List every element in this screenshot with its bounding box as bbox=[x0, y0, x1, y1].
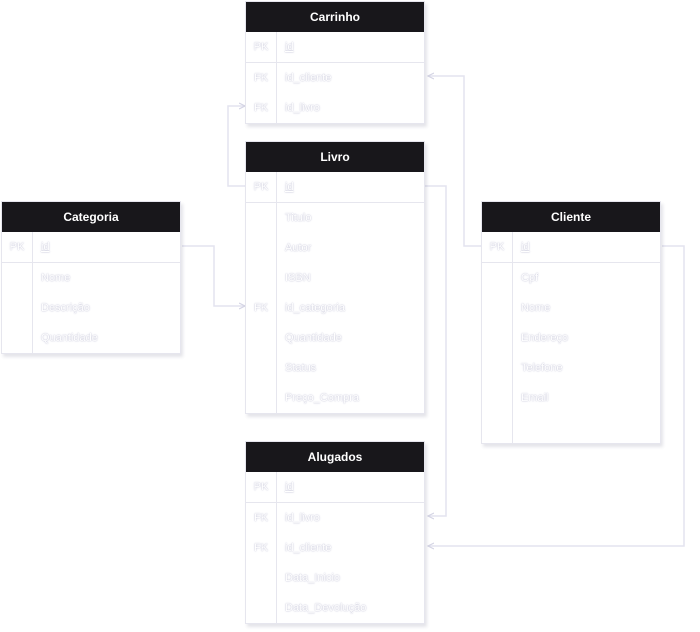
key-badge: FK bbox=[253, 72, 269, 84]
field-name: Quantidade bbox=[32, 323, 180, 353]
field-name: Data_Devolução bbox=[276, 593, 424, 623]
connector-cliente-carrinho bbox=[428, 76, 482, 247]
entity-row: ISBN bbox=[246, 263, 424, 293]
field-name: Titulo bbox=[276, 203, 424, 233]
key-badge bbox=[246, 203, 276, 233]
key-badge: PK bbox=[253, 481, 269, 493]
key-badge: PK bbox=[489, 241, 505, 253]
field-name: Nome bbox=[32, 263, 180, 293]
key-badge bbox=[246, 263, 276, 293]
entity-row: Quantidade bbox=[246, 323, 424, 353]
entity-row: Nome bbox=[482, 293, 660, 323]
entity-row: Telefone bbox=[482, 353, 660, 383]
key-badge bbox=[246, 233, 276, 263]
field-name: id_cliente bbox=[276, 63, 424, 93]
field-name: id bbox=[512, 232, 660, 262]
entity-title: Livro bbox=[246, 142, 424, 172]
field-name: Preço_Compra bbox=[276, 383, 424, 413]
key-badge bbox=[482, 353, 512, 383]
entity-categoria[interactable]: Categoria PK id Nome Descrição Quantidad… bbox=[1, 201, 181, 354]
key-badge bbox=[2, 323, 32, 353]
entity-row: FK id_livro bbox=[246, 93, 424, 123]
connector-livro-carrinho bbox=[227, 106, 245, 187]
entity-row: PK id bbox=[246, 32, 424, 63]
connector-livro-alugados bbox=[425, 185, 447, 516]
entity-row: Cpf bbox=[482, 263, 660, 293]
entity-row: Titulo bbox=[246, 203, 424, 233]
key-badge bbox=[482, 323, 512, 353]
key-badge bbox=[246, 593, 276, 623]
entity-title: Alugados bbox=[246, 442, 424, 472]
entity-row: PK id bbox=[246, 472, 424, 503]
key-badge: PK bbox=[253, 181, 269, 193]
field-name: Cpf bbox=[512, 263, 660, 293]
entity-title: Categoria bbox=[2, 202, 180, 232]
entity-cliente[interactable]: Cliente PK id Cpf Nome Endereço Telefone bbox=[481, 201, 661, 444]
field-name: id_cliente bbox=[276, 533, 424, 563]
entity-row: Endereço bbox=[482, 323, 660, 353]
entity-row: PK id bbox=[2, 232, 180, 263]
field-name: Quantidade bbox=[276, 323, 424, 353]
key-badge bbox=[2, 293, 32, 323]
entity-row: Descrição bbox=[2, 293, 180, 323]
entity-title: Cliente bbox=[482, 202, 660, 232]
entity-row: Nome bbox=[2, 263, 180, 293]
key-badge: FK bbox=[253, 542, 269, 554]
field-name: Nome bbox=[512, 293, 660, 323]
field-name: Endereço bbox=[512, 323, 660, 353]
key-badge bbox=[246, 383, 276, 413]
entity-row bbox=[482, 413, 660, 443]
field-name: id bbox=[276, 32, 424, 62]
connector-categoria-livro bbox=[182, 245, 245, 306]
key-badge bbox=[482, 263, 512, 293]
field-name: Descrição bbox=[32, 293, 180, 323]
key-badge bbox=[482, 293, 512, 323]
entity-row: FK id_categoria bbox=[246, 293, 424, 323]
key-badge: PK bbox=[253, 41, 269, 53]
key-badge bbox=[246, 353, 276, 383]
field-name: id_livro bbox=[276, 503, 424, 533]
field-name: Data_Inicio bbox=[276, 563, 424, 593]
key-badge: FK bbox=[253, 102, 269, 114]
entity-row: Preço_Compra bbox=[246, 383, 424, 413]
field-name: ISBN bbox=[276, 263, 424, 293]
entity-row: Email bbox=[482, 383, 660, 413]
key-badge: FK bbox=[253, 512, 269, 524]
entity-alugados[interactable]: Alugados PK id FK id_livro FK id_cliente… bbox=[245, 441, 425, 624]
field-name: id bbox=[276, 472, 424, 502]
field-name: id bbox=[276, 172, 424, 202]
key-badge: PK bbox=[9, 241, 25, 253]
entity-row: Quantidade bbox=[2, 323, 180, 353]
key-badge bbox=[482, 413, 512, 443]
key-badge bbox=[482, 383, 512, 413]
field-name: Status bbox=[276, 353, 424, 383]
entity-row: FK id_cliente bbox=[246, 533, 424, 563]
entity-row: FK id_cliente bbox=[246, 63, 424, 93]
field-name: Autor bbox=[276, 233, 424, 263]
key-badge bbox=[246, 323, 276, 353]
entity-row: FK id_livro bbox=[246, 503, 424, 533]
field-name: id bbox=[32, 232, 180, 262]
entity-title: Carrinho bbox=[246, 2, 424, 32]
entity-row: Autor bbox=[246, 233, 424, 263]
entity-row: Data_Devolução bbox=[246, 593, 424, 623]
field-name: Telefone bbox=[512, 353, 660, 383]
key-badge: FK bbox=[253, 302, 269, 314]
entity-carrinho[interactable]: Carrinho PK id FK id_cliente FK id_livro bbox=[245, 1, 425, 124]
field-name bbox=[512, 413, 660, 443]
entity-row: PK id bbox=[482, 232, 660, 263]
entity-livro[interactable]: Livro PK id Titulo Autor ISBN FK id_cate… bbox=[245, 141, 425, 414]
field-name: id_livro bbox=[276, 93, 424, 123]
entity-row: PK id bbox=[246, 172, 424, 203]
entity-row: Data_Inicio bbox=[246, 563, 424, 593]
field-name: id_categoria bbox=[276, 293, 424, 323]
key-badge bbox=[2, 263, 32, 293]
field-name: Email bbox=[512, 383, 660, 413]
key-badge bbox=[246, 563, 276, 593]
entity-row: Status bbox=[246, 353, 424, 383]
